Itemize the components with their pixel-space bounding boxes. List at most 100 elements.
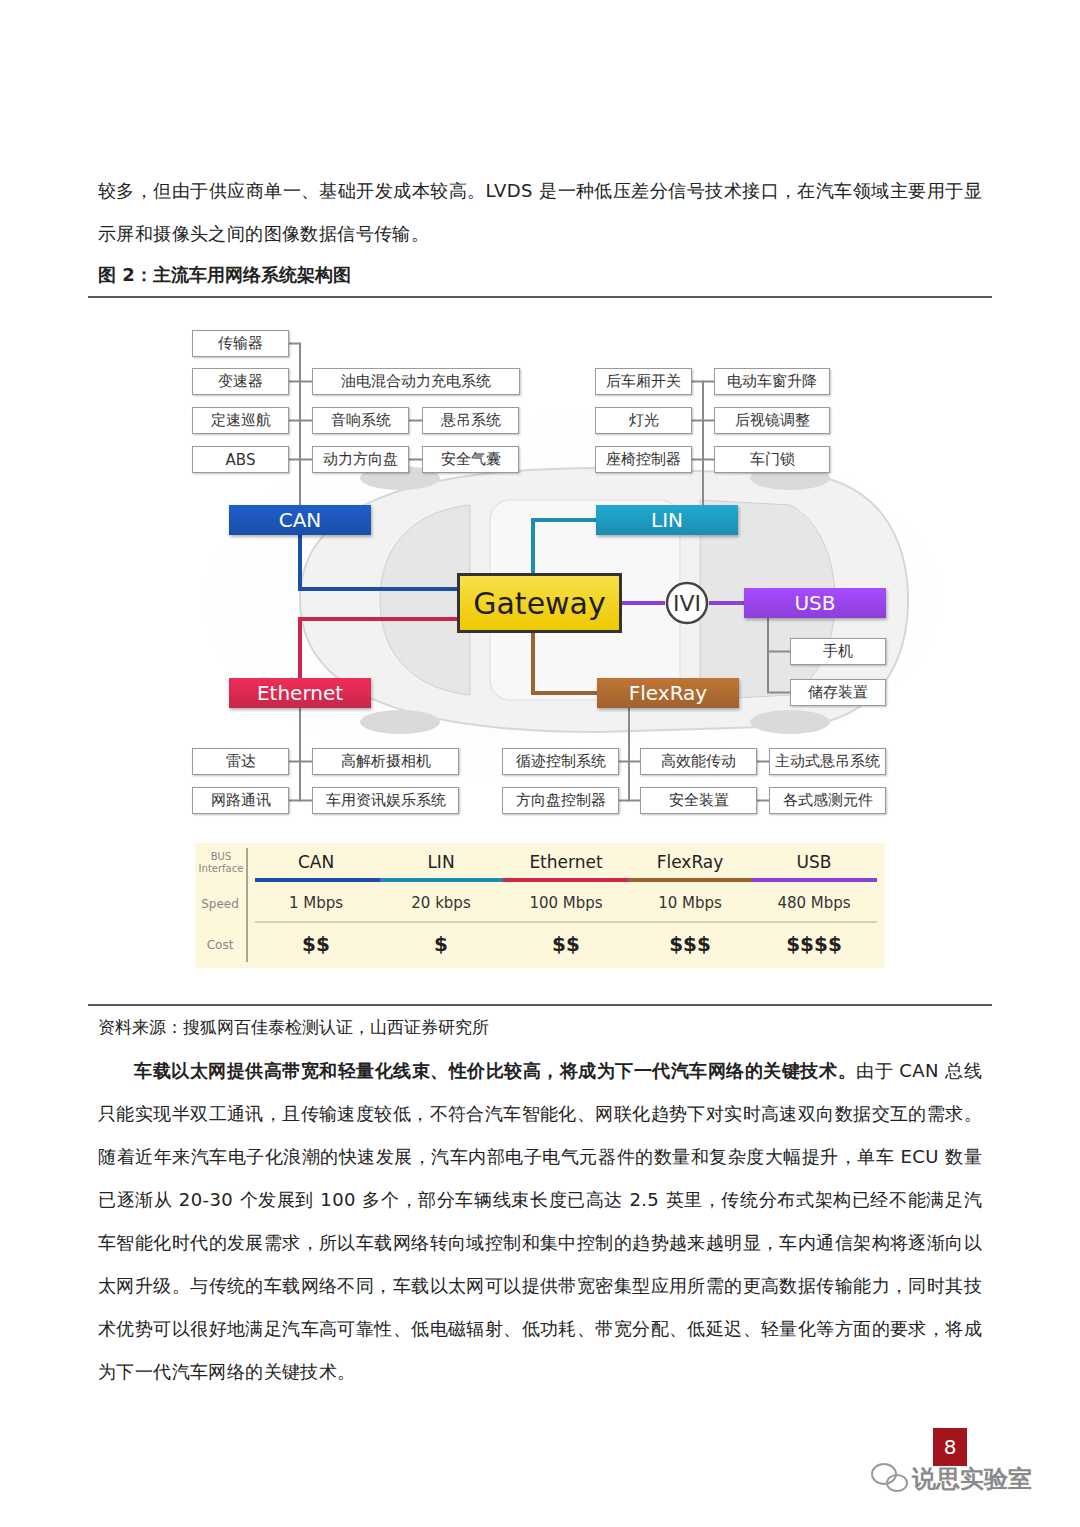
node-label: 变速器 <box>218 372 263 391</box>
connector-line <box>289 421 300 506</box>
connector-line <box>709 601 744 605</box>
connector-line <box>289 382 300 506</box>
node-label: 高效能传动 <box>661 752 736 771</box>
node-label: USB <box>794 591 835 615</box>
connector-line <box>757 800 769 802</box>
connector-line <box>289 708 300 762</box>
connector-line <box>300 708 312 801</box>
rule-line <box>88 296 992 298</box>
bus-table <box>195 843 885 968</box>
table-cell: Speed <box>196 896 244 912</box>
node-label: 安全装置 <box>669 791 729 810</box>
connector-line <box>409 420 422 422</box>
node-label: 安全气囊 <box>441 450 501 469</box>
table-cell: BUS Interface <box>198 851 244 875</box>
connector-line <box>768 618 790 652</box>
component-box: 音响系统 <box>312 407 409 434</box>
table-cell: 480 Mbps <box>759 893 869 913</box>
bus-box: CAN <box>229 505 371 535</box>
component-box: 手机 <box>790 638 886 665</box>
car-illustration <box>190 410 950 790</box>
watermark: 说思实验室 <box>912 1464 1052 1495</box>
component-box: 车门锁 <box>714 446 830 473</box>
component-box: 座椅控制器 <box>595 446 692 473</box>
component-box: 灯光 <box>595 407 692 434</box>
body-text: 由于 CAN 总线只能实现半双工通讯，且传输速度较低，不符合汽车智能化、网联化趋… <box>98 1060 982 1382</box>
connector-line <box>289 344 300 506</box>
table-cell: 1 Mbps <box>261 893 371 913</box>
connector-line <box>703 421 714 506</box>
node-label: 高解析摄相机 <box>341 752 431 771</box>
node-label: 音响系统 <box>331 411 391 430</box>
figure-title: 图 2：主流车用网络系统架构图 <box>98 263 351 287</box>
node-label: 动力方向盘 <box>323 450 398 469</box>
component-box: 网路通讯 <box>192 787 289 814</box>
connector-line <box>533 633 597 693</box>
component-box: 变速器 <box>192 368 289 395</box>
connector-line <box>629 708 640 762</box>
table-cell: 10 Mbps <box>635 893 745 913</box>
component-box: 后车厢开关 <box>595 368 692 395</box>
component-box: 悬吊系统 <box>422 407 519 434</box>
node-label: 灯光 <box>629 411 659 430</box>
node-label: CAN <box>279 508 322 532</box>
connector-line <box>300 421 312 506</box>
component-box: 油电混合动力充电系统 <box>312 368 520 395</box>
table-cell: $$ <box>261 931 371 957</box>
component-box: 主动式悬吊系统 <box>769 748 886 775</box>
page-number-box <box>933 1428 967 1466</box>
component-box: 后视镜调整 <box>714 407 830 434</box>
component-box: 电动车窗升降 <box>714 368 830 395</box>
connector-line <box>289 708 300 801</box>
component-box: 高效能传动 <box>640 748 757 775</box>
table-cell: FlexRay <box>635 851 745 873</box>
connector-line <box>703 460 714 506</box>
node-label: 网路通讯 <box>211 791 271 810</box>
connector-line <box>300 535 457 589</box>
node-label: 循迹控制系统 <box>516 752 606 771</box>
connector-line <box>703 382 714 506</box>
bus-box: Ethernet <box>229 678 371 708</box>
node-label: 各式感测元件 <box>783 791 873 810</box>
node-label: 传输器 <box>218 334 263 353</box>
connector-line <box>692 460 703 506</box>
node-label: 车用资讯娱乐系统 <box>326 791 446 810</box>
component-box: ABS <box>192 446 289 473</box>
component-box: 方向盘控制器 <box>502 787 619 814</box>
node-label: 后视镜调整 <box>735 411 810 430</box>
node-label: 主动式悬吊系统 <box>775 752 880 771</box>
rule-line <box>88 1004 992 1006</box>
connector-line <box>692 421 703 506</box>
node-label: 手机 <box>823 642 853 661</box>
node-label: ABS <box>226 451 256 469</box>
component-box: 各式感测元件 <box>769 787 886 814</box>
component-box: 动力方向盘 <box>312 446 409 473</box>
gateway-box: Gateway <box>457 573 622 633</box>
component-box: 雷达 <box>192 748 289 775</box>
node-label: 油电混合动力充电系统 <box>341 372 491 391</box>
bus-box: USB <box>744 588 886 618</box>
connector-line <box>409 459 422 461</box>
body-text: 车载以太网提供高带宽和轻量化线束、性价比较高，将成为下一代汽车网络的关键技术。 <box>134 1060 856 1081</box>
connector-line <box>757 761 769 763</box>
component-box: 安全气囊 <box>422 446 519 473</box>
table-cell: 20 kbps <box>386 893 496 913</box>
connector-line <box>533 520 596 573</box>
component-box: 车用资讯娱乐系统 <box>312 787 459 814</box>
wechat-icon <box>872 1464 907 1491</box>
connector-line <box>619 708 629 762</box>
node-label: LIN <box>651 508 683 532</box>
table-cell: Ethernet <box>511 851 621 873</box>
node-label: 电动车窗升降 <box>727 372 817 391</box>
table-cell: Cost <box>196 937 244 953</box>
connector-line <box>289 460 300 506</box>
table-cell: $$$$ <box>759 931 869 957</box>
table-cell: $$$ <box>635 931 745 957</box>
node-label: FlexRay <box>629 681 707 705</box>
table-cell: LIN <box>386 851 496 873</box>
source-caption: 资料来源：搜狐网百佳泰检测认证，山西证券研究所 <box>98 1015 489 1039</box>
table-cell: CAN <box>261 851 371 873</box>
node-label: 悬吊系统 <box>441 411 501 430</box>
ivi-circle: IVI <box>665 581 709 625</box>
node-label: 车门锁 <box>750 450 795 469</box>
